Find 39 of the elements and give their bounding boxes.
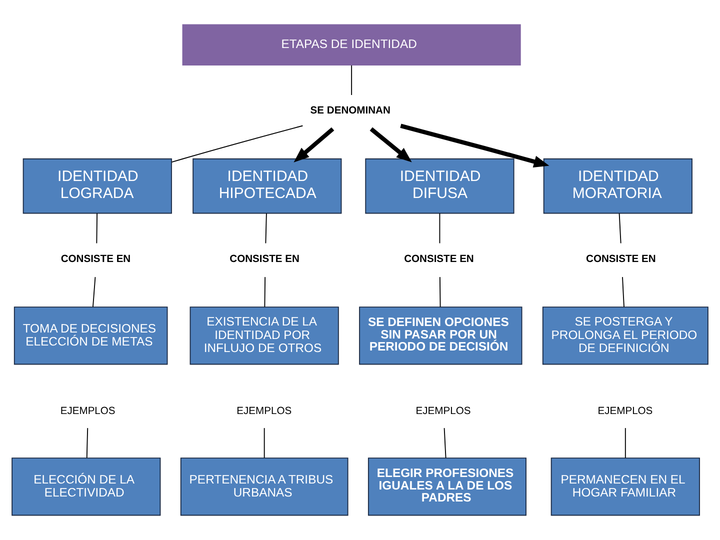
node-text: SE DENOMINAN xyxy=(310,106,390,117)
node-box: IDENTIDAD MORATORIA xyxy=(543,158,692,214)
node-box: ELEGIR PROFESIONES IGUALES A LA DE LOS PADRES xyxy=(368,458,526,516)
connector xyxy=(351,64,352,96)
node-box: EXISTENCIA DE LA IDENTIDAD POR INFLUJO DE OTROS xyxy=(190,306,339,365)
node-box: SE DEFINEN OPCIONES SIN PASAR POR UN PERIODO DE DECISIÓN xyxy=(359,306,522,365)
connector xyxy=(439,276,441,308)
node-text: CONSISTE EN xyxy=(404,254,474,265)
connector xyxy=(444,428,446,458)
connector xyxy=(92,276,96,308)
arrow xyxy=(370,127,412,162)
node-text: EJEMPLOS xyxy=(60,406,116,417)
connector xyxy=(439,213,440,244)
node-text: CONSISTE EN xyxy=(230,254,300,265)
connector xyxy=(624,428,626,458)
connector xyxy=(264,276,266,308)
node-text: EJEMPLOS xyxy=(598,406,653,417)
connector xyxy=(264,428,265,458)
node-box: TOMA DE DECISIONES ELECCIÓN DE METAS xyxy=(14,306,168,365)
connector xyxy=(265,213,267,244)
node-text: CONSISTE EN xyxy=(60,254,131,265)
node-box: IDENTIDAD HIPOTECADA xyxy=(192,158,342,214)
node-box: IDENTIDAD LOGRADA xyxy=(22,158,172,214)
connector xyxy=(86,428,88,458)
node-text: CONSISTE EN xyxy=(586,254,656,265)
node-box: ETAPAS DE IDENTIDAD xyxy=(182,24,521,66)
node-box: PERTENENCIA A TRIBUS URBANAS xyxy=(180,458,348,516)
node-text: EJEMPLOS xyxy=(236,406,292,417)
node-box: SE POSTERGA Y PROLONGA EL PERIODO DE DEFINICIÓN xyxy=(542,306,708,365)
connector xyxy=(618,213,622,244)
arrow xyxy=(400,124,550,168)
arrow xyxy=(294,127,334,162)
node-box: IDENTIDAD DIFUSA xyxy=(365,158,514,214)
connector xyxy=(622,276,624,308)
connector xyxy=(171,125,304,163)
connector xyxy=(96,213,98,244)
node-box: PERMANECEN EN EL HOGAR FAMILIAR xyxy=(550,458,700,516)
node-text: EJEMPLOS xyxy=(416,406,471,417)
node-box: ELECCIÓN DE LA ELECTIVIDAD xyxy=(12,458,161,516)
